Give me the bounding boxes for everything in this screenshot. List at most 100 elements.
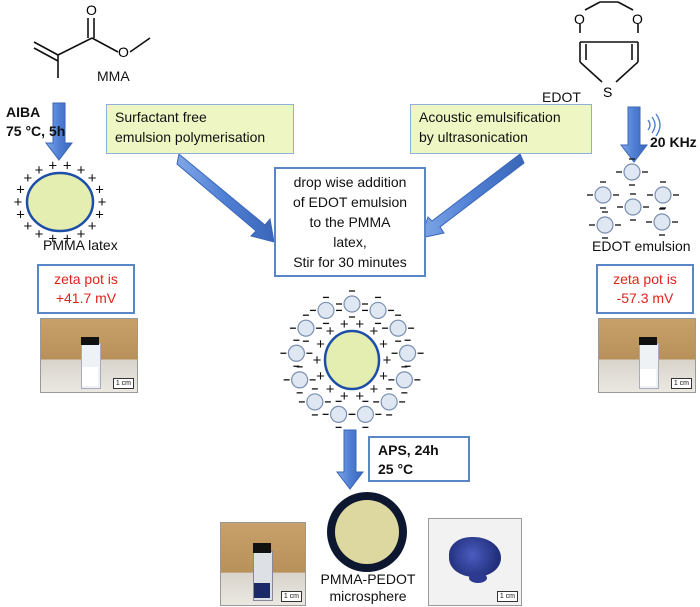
positive-charge: + [48,230,57,247]
positive-charge: + [355,388,364,405]
bottom-conditions-box: APS, 24h 25 °C [368,436,470,482]
left-zeta-line2: +41.7 mV [55,290,117,306]
mma-label: MMA [97,68,130,84]
positive-charge: + [63,158,72,175]
powder-photo: 1 cm [428,518,522,606]
positive-charge: + [95,207,104,224]
positive-charge: + [16,181,25,198]
positive-charge: + [48,158,57,175]
arrow-left-down [44,102,74,161]
frequency-label: 20 KHz [650,134,697,150]
edot-droplet [587,181,619,209]
product-vial-photo: 1 cm [220,522,306,606]
positive-charge: + [379,368,388,385]
arrow-bottom-down [335,429,365,490]
right-process-line2: by ultrasonication [419,129,528,145]
positive-charge: + [77,162,86,179]
positive-charge: + [95,181,104,198]
positive-charge: + [313,352,322,369]
edot-droplet [382,314,415,342]
edot-emulsion-droplets [587,158,679,239]
edot-droplet [616,158,648,186]
center-step-line3: to the PMMA [309,214,391,230]
edot-o1: O [574,11,585,27]
center-step-line1: drop wise addition [293,174,407,190]
bottom-conditions-line2: 25 °C [378,461,414,477]
edot-droplet [280,339,313,367]
edot-droplet [298,388,331,416]
mma-ester-o2: O [118,44,129,60]
positive-charge: + [23,170,32,187]
positive-charge: + [326,323,335,340]
edot-droplet [617,193,649,221]
positive-charge: + [340,316,349,333]
positive-charge: + [77,226,86,243]
positive-charge: + [383,352,392,369]
positive-charge: + [14,194,23,211]
center-droplets [280,290,424,429]
arrow-right-down [619,106,649,163]
product-vial-scale-label: 1 cm [280,591,302,602]
right-vial-photo: 1 cm [598,318,696,393]
arrow-left-diagonal [176,153,275,243]
right-process-box: Acoustic emulsification by ultrasonicati… [410,104,592,154]
left-process-line2: emulsion polymerisation [115,129,266,145]
combined-particle [323,329,381,391]
bottom-conditions-line1: APS, 24h [378,442,439,458]
arrow-right-diagonal [420,153,525,239]
edot-droplet [289,314,322,342]
edot-emulsion-label: EDOT emulsion [592,238,691,254]
right-process-line1: Acoustic emulsification [419,109,561,125]
left-vial-photo: 1 cm [40,318,138,393]
left-process-box: Surfactant free emulsion polymerisation [106,104,294,154]
positive-charge: + [88,170,97,187]
edot-droplet [322,400,355,429]
right-zeta-line1: zeta pot is [613,271,677,287]
mma-structure [33,18,151,78]
edot-droplet [646,208,678,236]
edot-s: S [603,84,612,100]
center-step-line5: Stir for 30 minutes [293,254,407,270]
center-step-line2: of EDOT emulsion [292,194,408,210]
edot-droplet [309,296,342,325]
pmma-latex-label: PMMA latex [43,237,118,253]
edot-droplet [283,366,316,394]
pmma-latex-particle [25,171,95,233]
positive-charge: + [369,381,378,398]
edot-droplet [647,181,679,209]
edot-droplet [362,296,395,325]
product-label: PMMA-PEDOT microsphere [305,571,431,605]
powder-scale-label: 1 cm [496,591,518,602]
mma-ester-o1: O [86,2,97,18]
edot-droplet [391,339,424,367]
positive-charge: + [316,336,325,353]
positive-charge: + [326,381,335,398]
positive-charge: + [379,336,388,353]
center-positive-charges: ++++++++++++++ [313,316,392,405]
positive-charge: + [16,207,25,224]
center-step-box: drop wise addition of EDOT emulsion to t… [274,167,426,277]
left-conditions-line2: 75 °C, 5h [6,123,66,139]
positive-charge: + [35,226,44,243]
pmma-pedot-microsphere [327,492,407,572]
positive-charge: + [316,368,325,385]
product-line1: PMMA-PEDOT [320,571,416,587]
positive-charge: + [369,323,378,340]
right-scale-label: 1 cm [670,378,692,389]
right-zeta-box: zeta pot is -57.3 mV [596,264,694,314]
left-zeta-line1: zeta pot is [54,271,118,287]
edot-droplet [589,211,621,239]
edot-o2: O [632,11,643,27]
particle-positive-charges: ++++++++++++++++++ [14,158,107,248]
edot-droplet [388,366,421,394]
edot-structure [579,1,639,83]
positive-charge: + [98,194,107,211]
edot-droplet [373,388,406,416]
left-process-line1: Surfactant free [115,109,207,125]
positive-charge: + [88,218,97,235]
left-conditions-line1: AIBA [6,104,41,120]
left-zeta-box: zeta pot is +41.7 mV [37,264,135,314]
center-step-line4: latex, [333,234,367,250]
positive-charge: + [35,162,44,179]
